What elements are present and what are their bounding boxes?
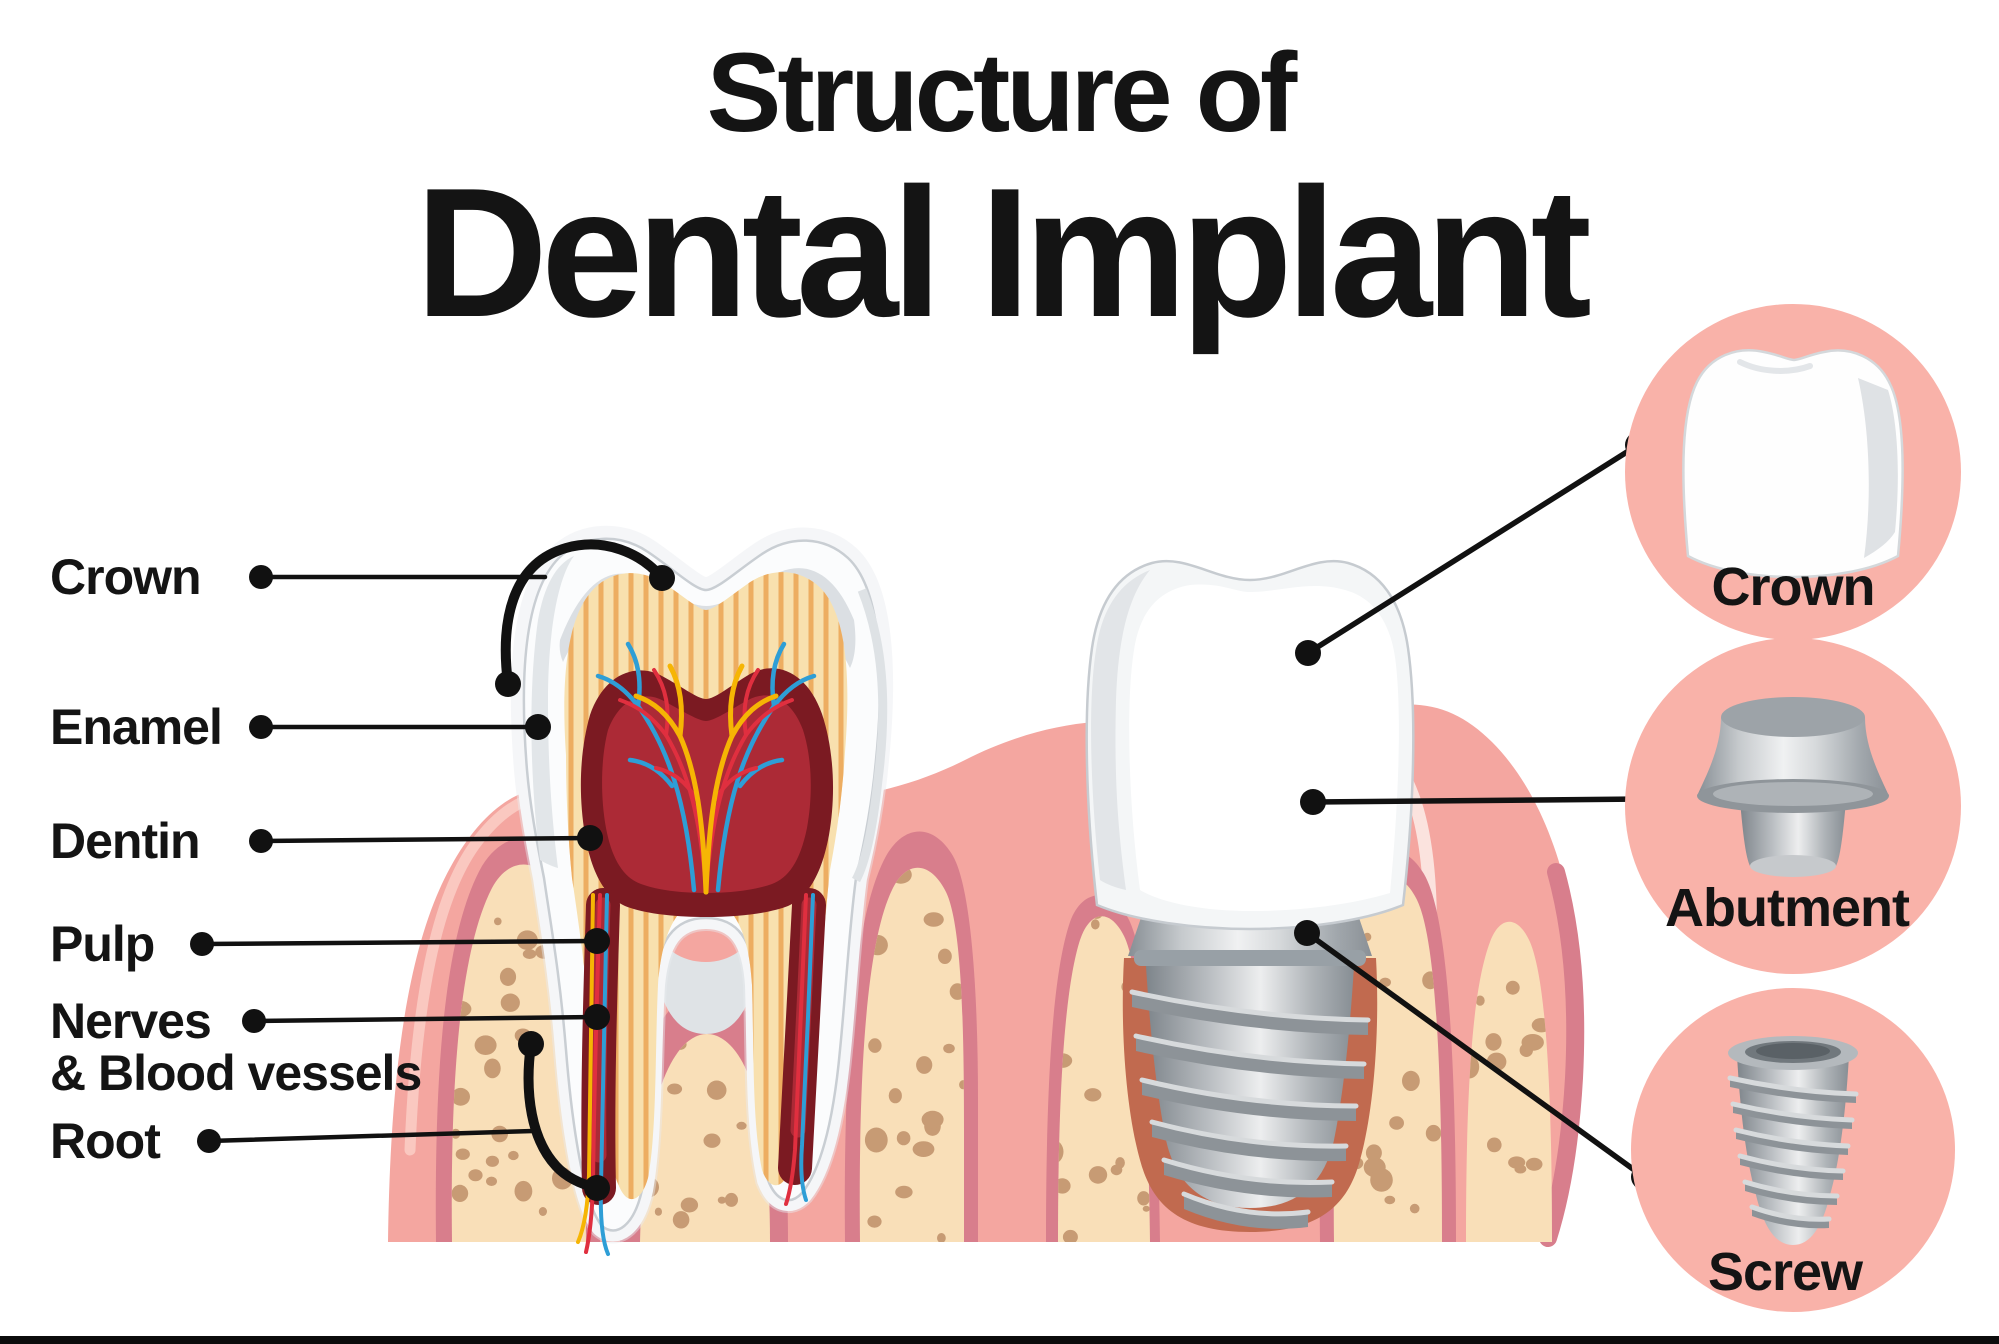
implant-part-callouts xyxy=(1625,304,1961,1312)
enamel-left-shade xyxy=(531,556,574,868)
leader-lines xyxy=(199,442,1647,1193)
label-enamel: Enamel xyxy=(50,699,223,755)
pulp-chamber xyxy=(580,668,834,917)
page-title: Dental Implant xyxy=(415,149,1592,355)
label-nerves-line2: & Blood vessels xyxy=(50,1045,422,1101)
callout-label-screw: Screw xyxy=(1707,1242,1863,1302)
dentin-leader-line xyxy=(258,835,593,844)
nerves-and-vessels xyxy=(576,641,817,1256)
callout-label-crown: Crown xyxy=(1711,557,1876,617)
pulp-leader-line xyxy=(199,938,600,947)
screw-leader-line xyxy=(1304,930,1647,1180)
abutment-leader-line xyxy=(1310,796,1647,805)
label-dentin: Dentin xyxy=(50,813,201,869)
root-shadow xyxy=(648,920,764,1034)
label-nerves-line1: Nerves xyxy=(50,993,212,1049)
implant-crown-leader-line xyxy=(1305,442,1641,656)
label-pulp: Pulp xyxy=(50,916,155,972)
label-root: Root xyxy=(50,1113,161,1169)
screw-icon xyxy=(1727,1036,1859,1245)
bottom-border-bar xyxy=(0,1336,1999,1344)
abutment-icon xyxy=(1697,697,1889,877)
enamel-right-shade xyxy=(851,588,888,883)
dental-implant-illustration xyxy=(1085,559,1415,1232)
root-leader-arc xyxy=(523,1039,602,1193)
callout-label-abutment: Abutment xyxy=(1665,878,1910,938)
gum-highlight-left xyxy=(404,790,546,1156)
implant-crown xyxy=(1085,559,1415,931)
crown-leader-arc xyxy=(500,539,667,689)
screw-threads xyxy=(1129,989,1371,1229)
gum-right-edge xyxy=(1539,863,1585,1247)
label-crown: Crown xyxy=(50,549,202,605)
root-leader-line xyxy=(206,1128,536,1144)
crown-icon xyxy=(1682,349,1904,579)
natural-tooth-cross-section xyxy=(524,539,888,1256)
nerves-leader-line xyxy=(251,1014,600,1024)
page-title-kicker: Structure of xyxy=(706,30,1298,155)
implant-screw xyxy=(1129,966,1371,1229)
